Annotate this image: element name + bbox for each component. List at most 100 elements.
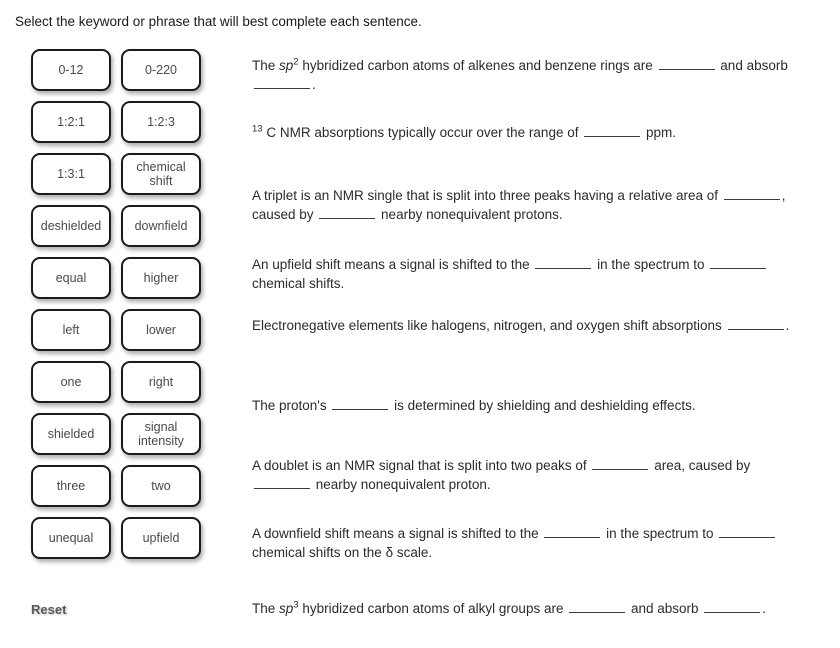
answer-drop-blank[interactable] bbox=[727, 318, 784, 330]
question-italic-text: sp bbox=[279, 601, 294, 616]
superscript-text: 2 bbox=[293, 56, 299, 68]
answer-drop-blank[interactable] bbox=[710, 257, 767, 269]
question-text: A doublet is an NMR signal that is split… bbox=[252, 458, 591, 473]
reset-button[interactable]: Reset bbox=[31, 602, 67, 617]
page-title: Select the keyword or phrase that will b… bbox=[15, 14, 422, 29]
answer-tile-label: upfield bbox=[142, 531, 180, 545]
answer-tile[interactable]: 1:3:1 bbox=[31, 153, 111, 195]
answer-drop-blank[interactable] bbox=[319, 207, 376, 219]
answer-tile[interactable]: higher bbox=[121, 257, 201, 299]
superscript-text: 13 bbox=[252, 123, 263, 135]
answer-drop-blank[interactable] bbox=[658, 58, 715, 70]
answer-drop-blank[interactable] bbox=[332, 398, 389, 410]
answer-tile-label: three bbox=[56, 479, 86, 493]
answer-drop-blank[interactable] bbox=[592, 458, 649, 470]
answer-tile-bank: 0-12 0-220 1:2:1 1:2:3 1:3:1 chemical shift de… bbox=[31, 49, 207, 569]
answer-drop-blank[interactable] bbox=[569, 601, 626, 613]
answer-tile[interactable]: chemical shift bbox=[121, 153, 201, 195]
answer-tile[interactable]: deshielded bbox=[31, 205, 111, 247]
question-item: A doublet is an NMR signal that is split… bbox=[252, 457, 792, 494]
answer-tile[interactable]: upfield bbox=[121, 517, 201, 559]
answer-tile-label: left bbox=[62, 323, 80, 337]
question-text: chemical shifts. bbox=[252, 275, 345, 291]
question-text: in the spectrum to bbox=[593, 257, 709, 272]
question-item: The sp2 hybridized carbon atoms of alken… bbox=[252, 57, 792, 94]
answer-tile[interactable]: 1:2:3 bbox=[121, 101, 201, 143]
answer-tile-label: deshielded bbox=[40, 219, 102, 233]
answer-tile[interactable]: downfield bbox=[121, 205, 201, 247]
question-text: . bbox=[785, 318, 790, 333]
tile-row: deshielded downfield bbox=[31, 205, 207, 247]
answer-tile-label: shielded bbox=[47, 427, 95, 441]
question-item: A downfield shift means a signal is shif… bbox=[252, 525, 792, 562]
answer-drop-blank[interactable] bbox=[254, 477, 310, 489]
answer-tile-label: two bbox=[151, 479, 171, 493]
answer-tile-label: 0-12 bbox=[58, 63, 84, 77]
question-item: An upfield shift means a signal is shift… bbox=[252, 256, 792, 293]
answer-drop-blank[interactable] bbox=[704, 601, 761, 613]
answer-tile[interactable]: unequal bbox=[31, 517, 111, 559]
tile-row: 0-12 0-220 bbox=[31, 49, 207, 91]
tile-row: shielded signal intensity bbox=[31, 413, 207, 455]
answer-drop-blank[interactable] bbox=[584, 125, 641, 137]
answer-tile-label: lower bbox=[146, 323, 176, 337]
answer-drop-blank[interactable] bbox=[535, 257, 592, 269]
tile-row: unequal upfield bbox=[31, 517, 207, 559]
answer-tile-label: higher bbox=[143, 271, 179, 285]
question-text: , caused by bbox=[252, 188, 786, 222]
question-text: A downfield shift means a signal is shif… bbox=[252, 526, 543, 541]
answer-tile-label: one bbox=[60, 375, 82, 389]
answer-tile-label: downfield bbox=[134, 219, 188, 233]
answer-drop-blank[interactable] bbox=[723, 188, 780, 200]
answer-tile[interactable]: equal bbox=[31, 257, 111, 299]
tile-row: 1:2:1 1:2:3 bbox=[31, 101, 207, 143]
tile-row: one right bbox=[31, 361, 207, 403]
answer-tile[interactable]: 1:2:1 bbox=[31, 101, 111, 143]
question-text: C NMR absorptions typically occur over t… bbox=[262, 125, 583, 140]
tile-row: 1:3:1 chemical shift bbox=[31, 153, 207, 195]
answer-tile[interactable]: 0-12 bbox=[31, 49, 111, 91]
question-text: Electronegative elements like halogens, … bbox=[252, 318, 726, 333]
answer-tile[interactable]: left bbox=[31, 309, 111, 351]
question-text: area, caused by bbox=[650, 458, 751, 473]
tile-row: left lower bbox=[31, 309, 207, 351]
answer-tile-label: equal bbox=[55, 271, 87, 285]
answer-drop-blank[interactable] bbox=[544, 526, 601, 538]
question-text: is determined by shielding and deshieldi… bbox=[390, 398, 696, 413]
answer-tile[interactable]: right bbox=[121, 361, 201, 403]
question-text: chemical shifts on the δ scale. bbox=[252, 544, 433, 560]
answer-tile-label: unequal bbox=[48, 531, 94, 545]
answer-drop-blank[interactable] bbox=[254, 77, 310, 89]
answer-tile-label: chemical shift bbox=[136, 160, 186, 188]
question-text: and absorb bbox=[716, 58, 788, 73]
answer-tile-label: 1:3:1 bbox=[57, 167, 85, 181]
answer-tile[interactable]: lower bbox=[121, 309, 201, 351]
question-item: 13 C NMR absorptions typically occur ove… bbox=[252, 124, 792, 143]
question-item: Electronegative elements like halogens, … bbox=[252, 317, 792, 336]
answer-tile[interactable]: two bbox=[121, 465, 201, 507]
answer-tile[interactable]: three bbox=[31, 465, 111, 507]
question-text: and absorb bbox=[627, 601, 703, 616]
answer-tile[interactable]: shielded bbox=[31, 413, 111, 455]
question-item: The proton's is determined by shielding … bbox=[252, 397, 792, 416]
question-text: A triplet is an NMR single that is split… bbox=[252, 188, 722, 203]
answer-tile-label: 1:2:3 bbox=[147, 115, 175, 129]
answer-drop-blank[interactable] bbox=[719, 526, 776, 538]
answer-tile[interactable]: signal intensity bbox=[121, 413, 201, 455]
question-text: An upfield shift means a signal is shift… bbox=[252, 257, 534, 272]
tile-row: equal higher bbox=[31, 257, 207, 299]
question-text: hybridized carbon atoms of alkyl groups … bbox=[298, 601, 568, 616]
question-item: A triplet is an NMR single that is split… bbox=[252, 187, 792, 224]
question-item: The sp3 hybridized carbon atoms of alkyl… bbox=[252, 600, 792, 619]
answer-tile-label: right bbox=[148, 375, 174, 389]
answer-tile-label: 0-220 bbox=[145, 63, 177, 77]
question-text: hybridized carbon atoms of alkenes and b… bbox=[298, 58, 657, 73]
question-text: The proton's bbox=[252, 398, 331, 413]
answer-tile[interactable]: 0-220 bbox=[121, 49, 201, 91]
question-text: . bbox=[762, 601, 767, 616]
answer-tile[interactable]: one bbox=[31, 361, 111, 403]
question-text: ppm. bbox=[642, 125, 676, 140]
question-italic-text: sp bbox=[279, 58, 294, 73]
answer-tile-label: 1:2:1 bbox=[57, 115, 85, 129]
question-text: . bbox=[312, 76, 316, 92]
